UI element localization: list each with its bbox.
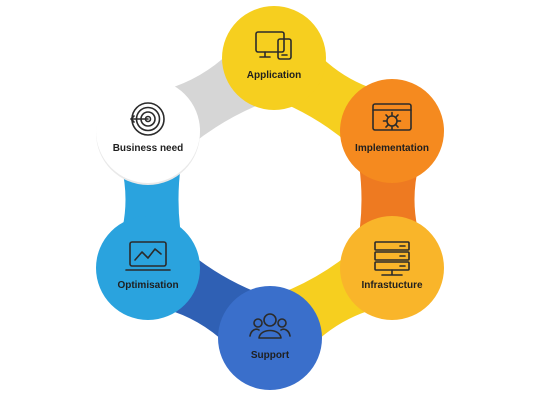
nodes: Business need ApplicationImplementationIn…	[96, 6, 444, 390]
node-label: Infrastucture	[361, 280, 423, 291]
node-support: Support	[218, 286, 322, 390]
team-icon	[249, 313, 291, 339]
node-label: Business need	[113, 143, 184, 154]
node-circle	[340, 216, 444, 320]
node-optimisation: Optimisation	[96, 216, 200, 320]
browser-gear-icon	[372, 103, 412, 131]
target-icon	[130, 102, 165, 136]
node-infrastructure: Infrastucture	[340, 216, 444, 320]
monitor-chart-icon	[125, 241, 171, 271]
node-label: Support	[251, 350, 290, 361]
node-circle	[96, 216, 200, 320]
node-implementation: Implementation	[340, 79, 444, 183]
node-label: Application	[247, 70, 301, 81]
node-circle	[222, 6, 326, 110]
node-business-need: Business need	[96, 79, 200, 185]
node-label: Optimisation	[117, 280, 178, 291]
node-label: Implementation	[355, 143, 429, 154]
node-application: Application	[222, 6, 326, 110]
node-circle	[340, 79, 444, 183]
server-icon	[374, 241, 410, 276]
devices-icon	[255, 31, 292, 60]
